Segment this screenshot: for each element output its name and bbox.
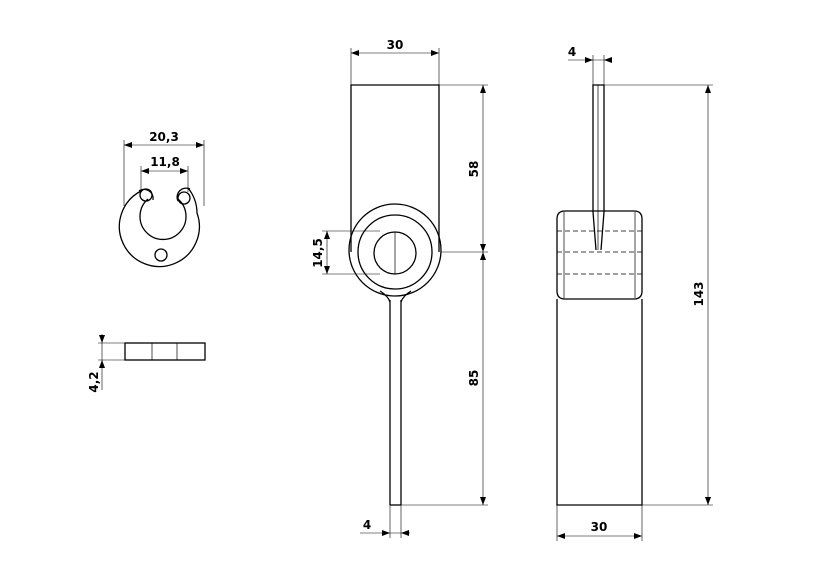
dim-stem-width: 4 (360, 505, 410, 538)
dim-label-ring-outer: 20,3 (149, 130, 179, 144)
dim-label-hole: 14,5 (311, 238, 325, 268)
front-view (348, 84, 442, 506)
side-view (556, 84, 643, 506)
dim-label-side-width: 30 (591, 520, 608, 534)
dim-label-side-blade-width: 4 (568, 45, 576, 59)
dim-label-stem-width: 4 (363, 518, 371, 532)
ring-side-view (124, 342, 206, 361)
ring-top-view (118, 187, 200, 268)
dim-hole: 14,5 (311, 230, 380, 275)
dim-top-width: 30 (350, 38, 440, 85)
dim-label-total-height: 143 (692, 281, 706, 306)
dim-ring-outer: 20,3 (123, 130, 205, 206)
dim-ring-inner: 11,8 (140, 155, 189, 192)
dim-label-lower-height: 85 (467, 370, 481, 387)
dim-upper-lower-heights: 58 85 (401, 84, 488, 506)
dim-label-upper-height: 58 (467, 161, 481, 178)
dim-ring-thickness: 4,2 (87, 334, 125, 393)
dim-side-blade-width: 4 (568, 45, 612, 85)
dim-label-ring-thickness: 4,2 (87, 371, 101, 392)
dim-label-top-width: 30 (387, 38, 404, 52)
dim-total-height: 143 (604, 84, 713, 506)
dim-side-width: 30 (556, 505, 643, 541)
dim-label-ring-inner: 11,8 (150, 155, 180, 169)
